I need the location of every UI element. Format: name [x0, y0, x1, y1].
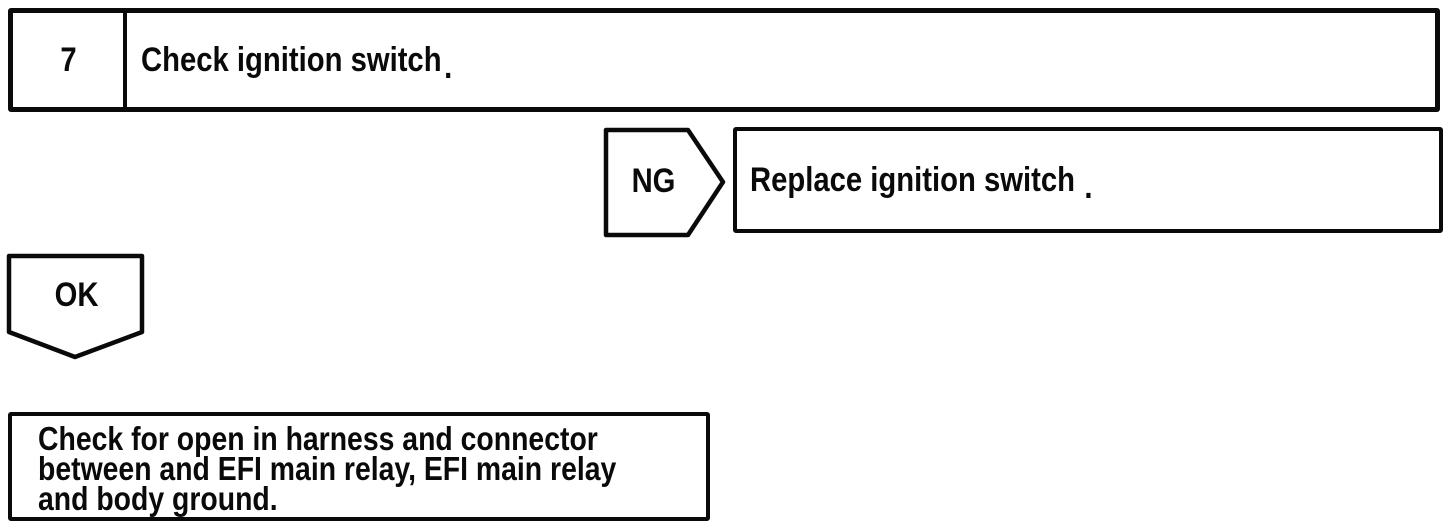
ok-arrow-polygon: [6, 253, 145, 360]
ng-result-text: Replace ignition switch: [750, 160, 1075, 199]
ng-result-box: Replace ignition switch.: [733, 127, 1443, 233]
ok-label: OK: [6, 253, 146, 337]
ng-result-wrap: Replace ignition switch.: [750, 160, 1093, 206]
ng-label-text: NG: [631, 162, 675, 200]
ng-arrow-shape: [603, 127, 726, 238]
step-instruction-cell: Check ignition switch.: [127, 40, 1435, 86]
ng-result-period: .: [1084, 167, 1093, 206]
followup-box: Check for open in harness and connector …: [8, 412, 710, 521]
step-number-cell: 7: [13, 13, 127, 107]
followup-line-3: and body ground.: [38, 480, 278, 517]
step-box: 7 Check ignition switch.: [8, 8, 1440, 112]
ok-label-text: OK: [54, 275, 98, 314]
ok-arrow-shape: [6, 253, 145, 360]
step-instruction-text: Check ignition switch: [141, 40, 442, 79]
step-instruction-period: .: [444, 47, 453, 86]
ng-arrow-polygon: [603, 127, 726, 238]
step-instruction-wrap: Check ignition switch.: [141, 40, 452, 86]
ng-label: NG: [603, 127, 703, 236]
followup-line-1: Check for open in harness and connector: [38, 420, 598, 457]
step-number: 7: [59, 40, 77, 79]
followup-line-2: between and EFI main relay, EFI main rel…: [38, 450, 617, 487]
